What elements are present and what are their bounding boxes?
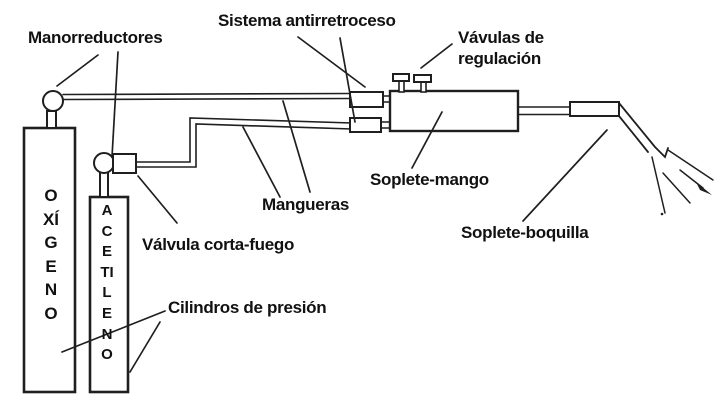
acetylene-regulator	[93, 152, 115, 174]
leader-valvulas-regulacion	[420, 43, 453, 69]
nozzle-connector	[569, 101, 620, 117]
label-sistema-antirretroceso: Sistema antirretroceso	[218, 11, 396, 30]
leader-soplete-mango	[411, 111, 443, 169]
oxygen-cylinder-text: OXÍGENO	[42, 186, 60, 323]
arrestor-connector-stubs	[380, 95, 391, 129]
leader-mangueras-oxygen	[282, 100, 311, 193]
label-valvulas-regulacion: Vávulas de regulación	[458, 28, 544, 68]
spray-line-middle	[662, 172, 691, 204]
label-valvula-corta-fuego: Válvula corta-fuego	[142, 235, 295, 254]
leader-valvula-corta-fuego	[137, 175, 178, 224]
oxygen-cylinder-neck	[46, 110, 57, 129]
oxygen-regulator	[42, 90, 64, 112]
oxygen-cylinder	[22, 126, 77, 394]
acetylene-hose	[135, 117, 353, 168]
fire-stop-valve	[112, 153, 137, 174]
label-cilindros-presion: Cilindros de presión	[168, 298, 327, 317]
spray-line-long	[667, 149, 714, 181]
torch-handle	[388, 89, 520, 133]
leader-mangueras-acetylene	[242, 126, 281, 198]
leader-lines	[56, 36, 608, 373]
oxygen-hose	[62, 92, 353, 101]
regulation-valve-acetylene	[413, 74, 432, 93]
spray-arrowhead	[696, 182, 712, 195]
regulation-valve-oxygen	[392, 73, 410, 93]
leader-sistema-upper	[297, 36, 366, 88]
leader-manorreductores-acetylene	[111, 51, 119, 158]
label-mangueras: Mangueras	[262, 195, 350, 214]
acetylene-cylinder-neck	[99, 171, 109, 198]
flashback-arrestor-acetylene	[349, 117, 382, 133]
flashback-arrestor-oxygen	[349, 91, 384, 108]
acetylene-cylinder	[88, 195, 130, 394]
leader-sistema-lower	[339, 37, 356, 123]
label-manorreductores: Manorreductores	[28, 28, 163, 47]
leader-cilindros-oxygen	[61, 310, 166, 353]
spray-line-steep	[651, 156, 666, 214]
leader-soplete-boquilla	[522, 129, 608, 222]
leader-cilindros-acetylene	[129, 321, 161, 373]
torch-nozzle	[618, 102, 669, 159]
label-soplete-mango: Soplete-mango	[370, 170, 489, 189]
label-soplete-boquilla: Soplete-boquilla	[461, 223, 589, 242]
gas-spray	[651, 149, 714, 216]
acetylene-cylinder-text: ACETILENO	[100, 202, 114, 364]
torch-outlet-tube	[517, 106, 572, 116]
spray-dot	[660, 212, 664, 216]
leader-manorreductores-oxygen	[56, 54, 99, 87]
